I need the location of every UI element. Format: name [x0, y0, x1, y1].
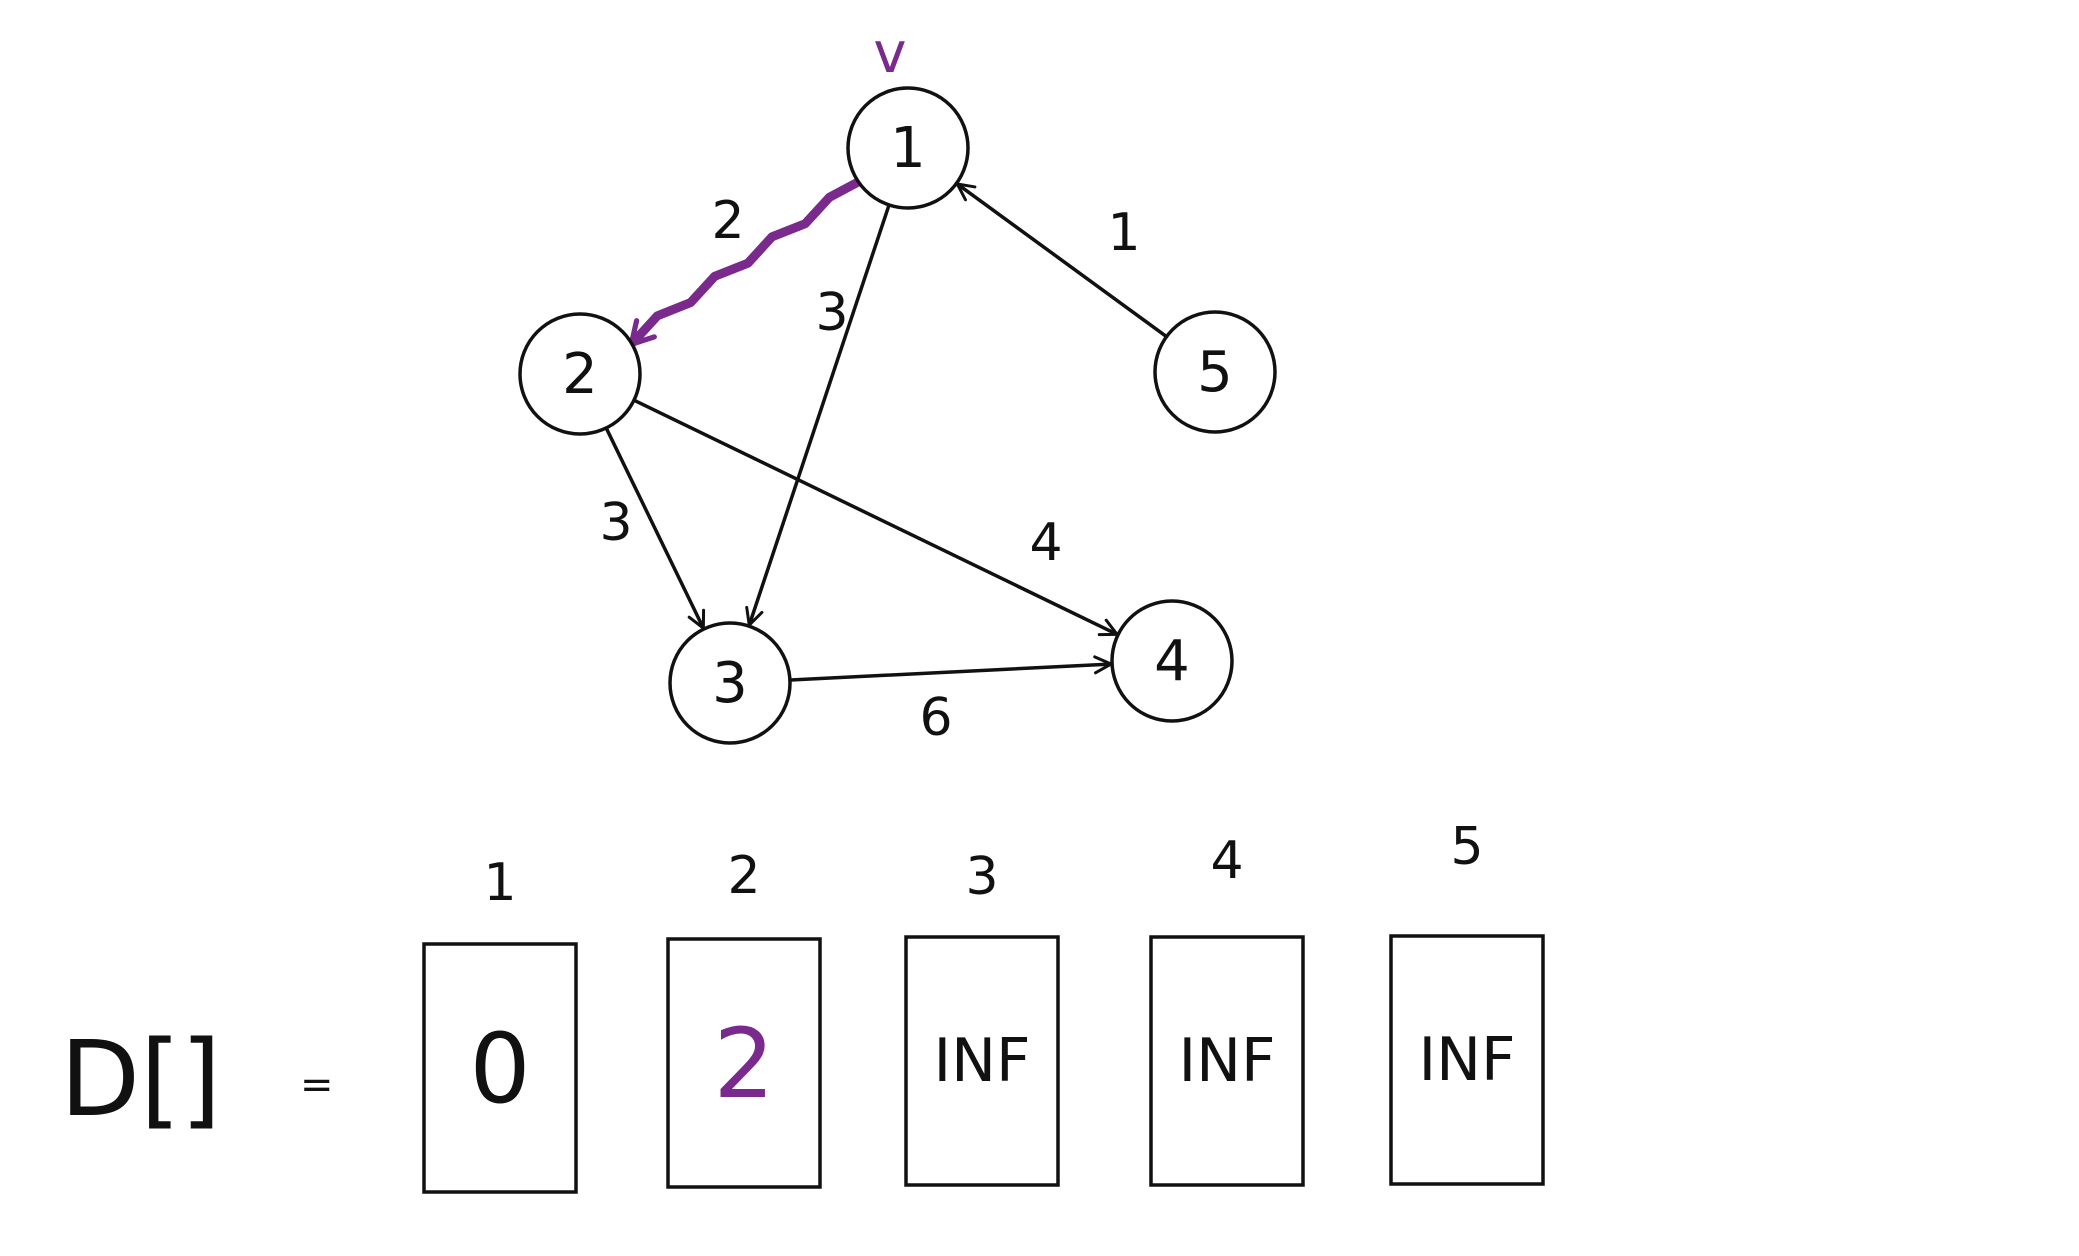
- edge-line-3-4: [786, 655, 1113, 682]
- node-label-1: 1: [890, 116, 926, 181]
- array-cell-1: 10: [422, 853, 578, 1194]
- array-index-3: 3: [965, 847, 998, 907]
- array-value-4: INF: [1178, 1026, 1275, 1096]
- node-circle-4: [1110, 599, 1234, 723]
- edge-line-2-4: [630, 397, 1119, 637]
- node-label-5: 5: [1197, 340, 1233, 405]
- array-cell-box-3: [904, 935, 1060, 1187]
- edge-1-3: 3: [745, 201, 892, 627]
- edge-weight-1-2: 2: [711, 191, 744, 251]
- array-index-1: 1: [483, 853, 516, 913]
- array-index-4: 4: [1210, 831, 1243, 891]
- node-1: 1: [846, 86, 970, 210]
- node-circle-3: [668, 621, 792, 745]
- edge-line-1-2: [628, 176, 865, 347]
- edge-2-3: 3: [599, 424, 706, 630]
- edge-weight-1-3: 3: [815, 283, 848, 343]
- edge-weight-5-1: 1: [1107, 203, 1140, 263]
- edge-1-2: 2: [628, 176, 865, 347]
- array-index-2: 2: [727, 846, 760, 906]
- edge-weight-2-4: 4: [1029, 513, 1062, 573]
- array-label: D[]: [60, 1018, 221, 1140]
- node-label-2: 2: [562, 342, 598, 407]
- node-circle-2: [518, 312, 642, 436]
- edge-weight-3-4: 6: [919, 688, 952, 748]
- node-circle-1: [846, 86, 970, 210]
- array-cell-box-1: [422, 942, 578, 1194]
- nodes-layer: 1 2 3 4 5: [518, 86, 1277, 745]
- node-3: 3: [668, 621, 792, 745]
- edge-line-1-3: [745, 201, 892, 627]
- array-cell-box-5: [1389, 934, 1545, 1186]
- array-value-2: 2: [713, 1008, 774, 1120]
- edge-line-2-3: [603, 424, 706, 630]
- node-label-4: 4: [1154, 629, 1190, 694]
- array-cell-box-2: [666, 937, 822, 1189]
- array-equals: =: [300, 1062, 334, 1108]
- edge-weight-2-3: 3: [599, 493, 632, 553]
- array-cell-box-4: [1149, 935, 1305, 1187]
- array-value-5: INF: [1418, 1025, 1515, 1095]
- node-circle-5: [1153, 310, 1277, 434]
- edge-line-5-1: [955, 182, 1170, 340]
- node-2: 2: [518, 312, 642, 436]
- array-value-3: INF: [933, 1026, 1030, 1096]
- edges-layer: 2 3 1 3 4 6: [599, 176, 1170, 748]
- start-marker: v: [873, 21, 906, 86]
- edge-5-1: 1: [955, 182, 1170, 340]
- array-value-1: 0: [469, 1013, 530, 1125]
- node-label-3: 3: [712, 651, 748, 716]
- array-cell-2: 22: [666, 846, 822, 1189]
- node-4: 4: [1110, 599, 1234, 723]
- edge-2-4: 4: [630, 397, 1119, 637]
- node-5: 5: [1153, 310, 1277, 434]
- array-index-5: 5: [1450, 817, 1483, 877]
- edge-3-4: 6: [786, 655, 1113, 748]
